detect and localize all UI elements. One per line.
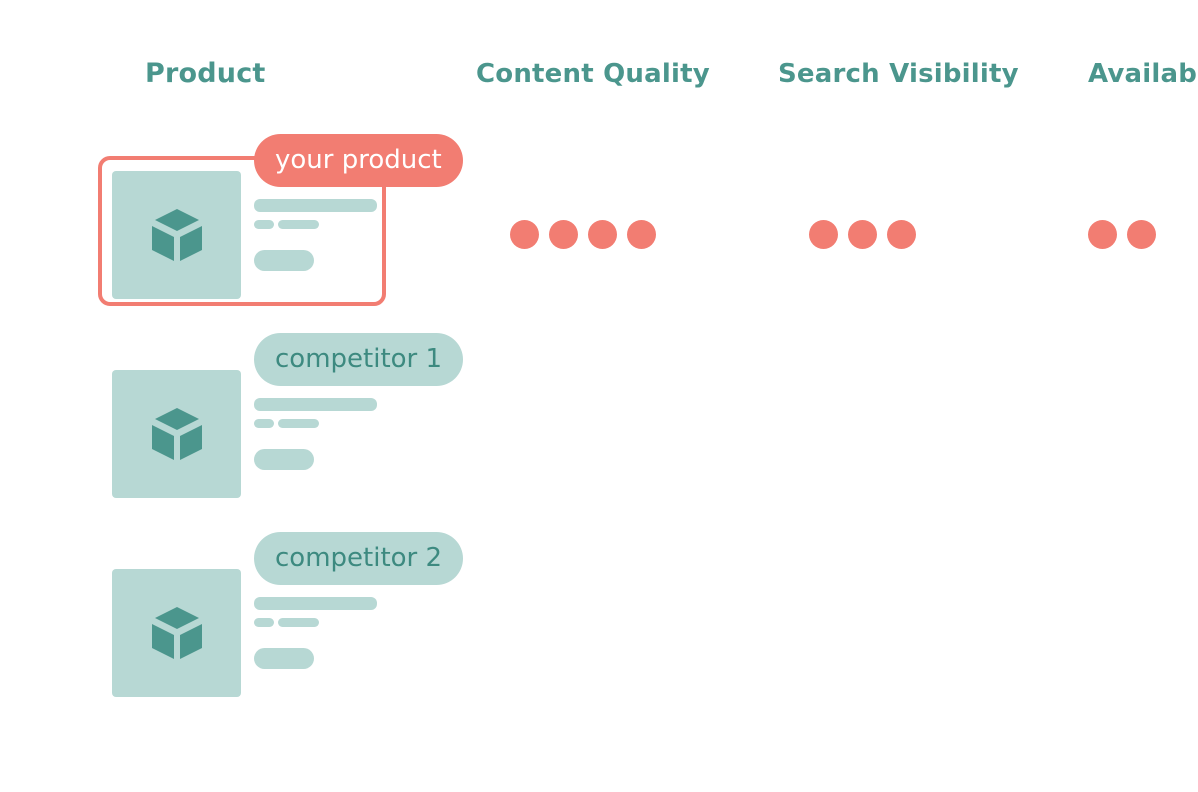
- highlight-frame: [98, 156, 386, 306]
- product-card-own: your product: [98, 134, 482, 306]
- rating-dot: [588, 220, 617, 249]
- title-placeholder: [254, 597, 377, 610]
- meta-placeholder: [278, 618, 319, 627]
- rating-dot: [510, 220, 539, 249]
- meta-placeholder: [254, 618, 274, 627]
- product-thumbnail: [112, 569, 241, 697]
- title-placeholder: [254, 199, 377, 212]
- button-placeholder: [254, 648, 314, 669]
- rating-dot: [1127, 220, 1156, 249]
- button-placeholder: [254, 449, 314, 470]
- rating-dot: [1088, 220, 1117, 249]
- column-header-availability: Availab: [1088, 59, 1198, 89]
- tag-competitor-2: competitor 2: [254, 532, 464, 585]
- meta-placeholder: [254, 220, 274, 229]
- box-icon: [152, 209, 202, 261]
- box-icon: [152, 408, 202, 460]
- rating-dot: [809, 220, 838, 249]
- column-header-search-visibility: Search Visibility: [778, 59, 1019, 89]
- tag-your-product: your product: [254, 134, 463, 187]
- column-header-product: Product: [145, 58, 266, 89]
- product-thumbnail: [112, 171, 241, 299]
- meta-placeholder: [254, 419, 274, 428]
- title-placeholder: [254, 398, 377, 411]
- rating-dot: [887, 220, 916, 249]
- rating-dot: [627, 220, 656, 249]
- meta-placeholder: [278, 419, 319, 428]
- tag-competitor-1: competitor 1: [254, 333, 464, 386]
- product-card-competitor-1: competitor 1: [112, 333, 482, 503]
- rating-dot: [549, 220, 578, 249]
- column-header-content-quality: Content Quality: [476, 59, 710, 89]
- rating-dot: [848, 220, 877, 249]
- box-icon: [152, 607, 202, 659]
- product-thumbnail: [112, 370, 241, 498]
- product-card-competitor-2: competitor 2: [112, 532, 482, 702]
- meta-placeholder: [278, 220, 319, 229]
- rating-content-quality: [510, 220, 666, 249]
- rating-availability: [1088, 220, 1166, 249]
- rating-search-visibility: [809, 220, 926, 249]
- button-placeholder: [254, 250, 314, 271]
